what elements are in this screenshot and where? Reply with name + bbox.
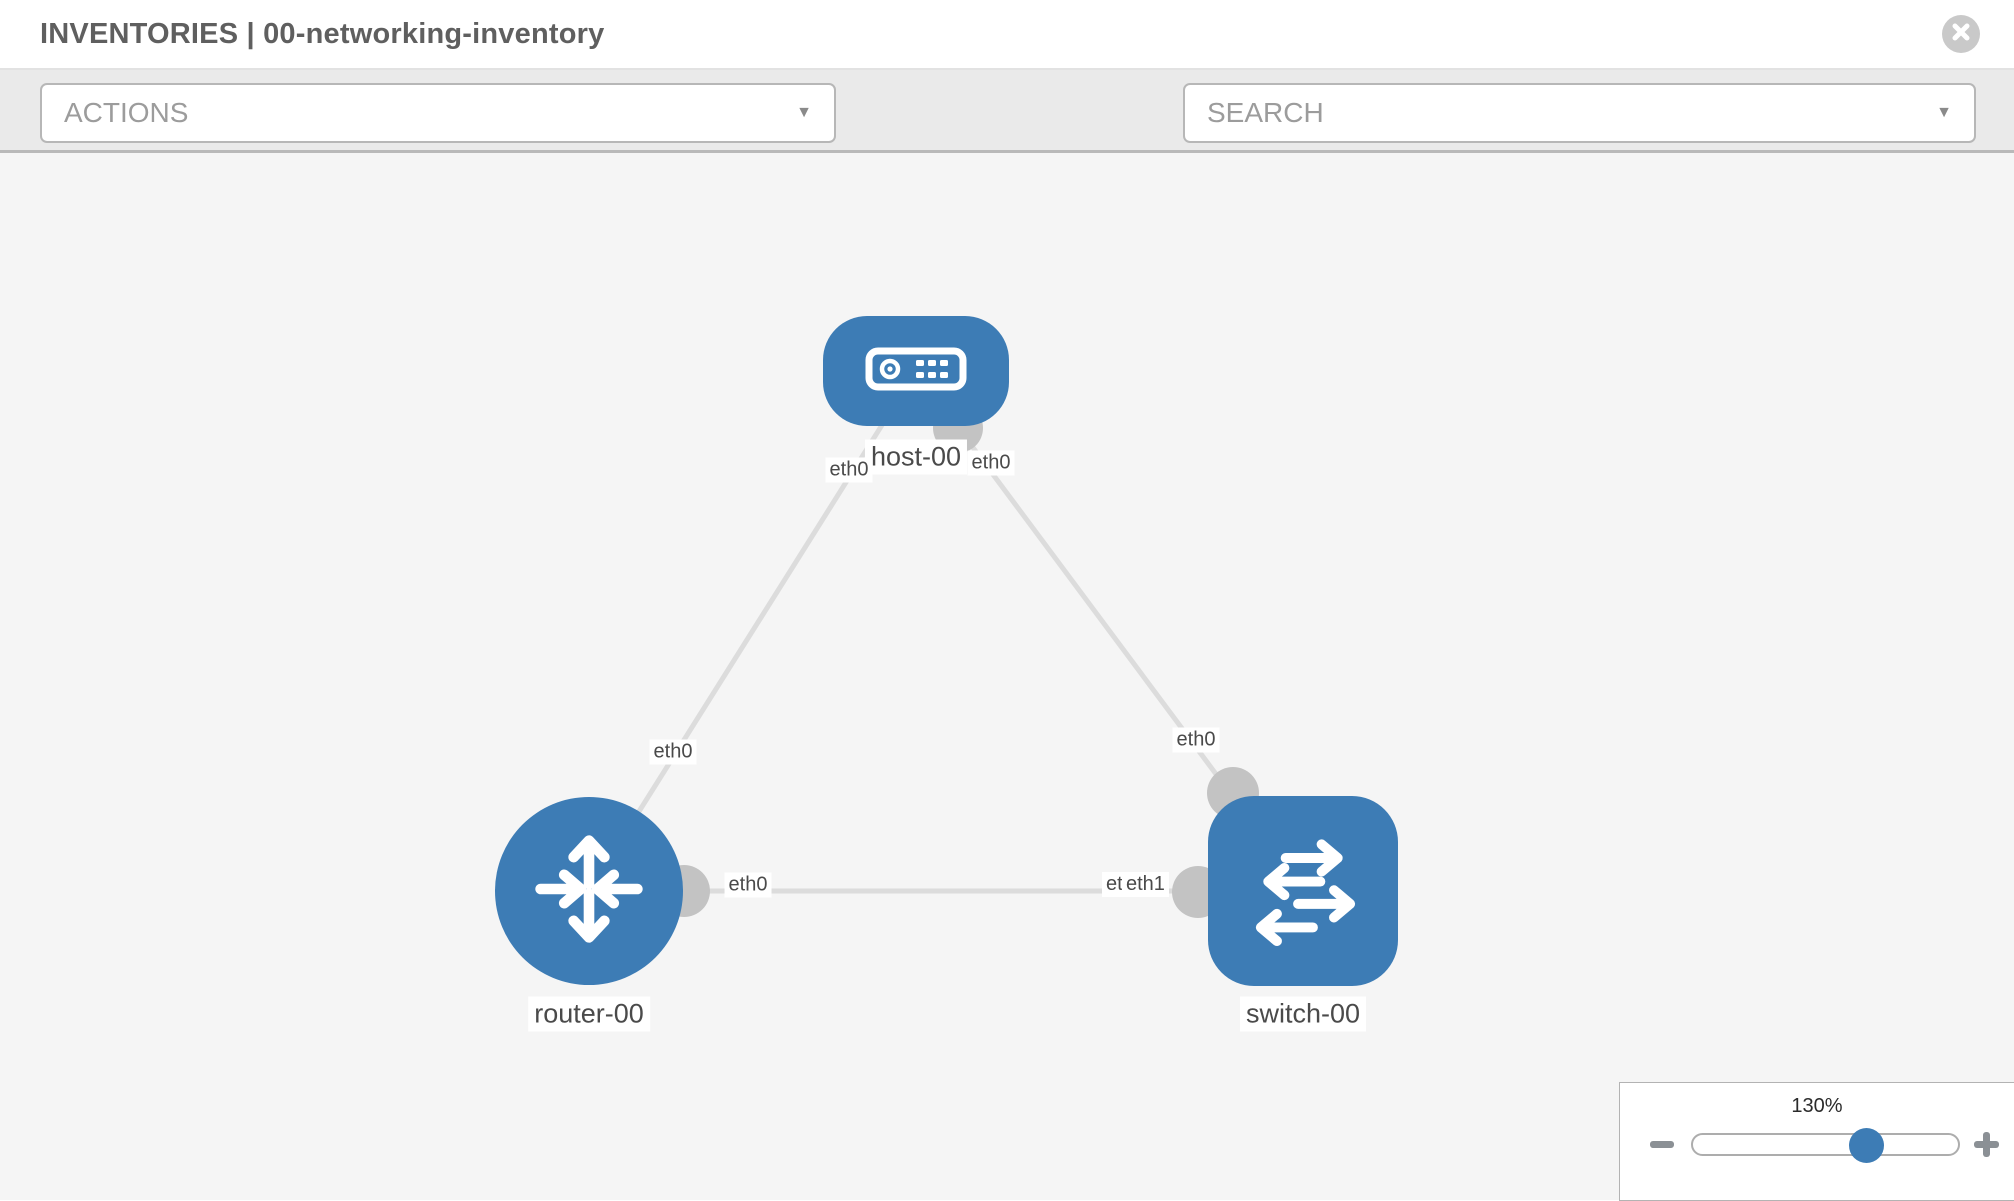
- node-label-switch: switch-00: [1239, 996, 1367, 1032]
- zoom-slider-track[interactable]: [1691, 1128, 1960, 1163]
- node-label-host: host-00: [864, 439, 968, 475]
- search-dropdown-label: SEARCH: [1207, 97, 1324, 128]
- interface-label-host-to-router: eth0: [825, 457, 873, 483]
- interface-label-host-to-switch: eth0: [967, 450, 1015, 476]
- interface-label-switch-to-router: eth1: [1122, 872, 1169, 897]
- switch-icon: [1241, 827, 1365, 956]
- zoom-out-button[interactable]: [1645, 1127, 1679, 1161]
- node-router[interactable]: [495, 797, 683, 985]
- page-title: INVENTORIES | 00-networking-inventory: [40, 18, 605, 50]
- host-icon: [864, 346, 968, 397]
- toolbar: ACTIONS ▼ SEARCH ▼: [0, 70, 2014, 202]
- topology-canvas[interactable]: host-00 router-00 switch-00 eth0 eth0 et…: [0, 153, 2014, 1201]
- interface-label-switch-to-host: eth0: [1172, 727, 1220, 753]
- close-icon: [1950, 21, 1972, 48]
- close-button[interactable]: [1942, 15, 1980, 53]
- chevron-down-icon: ▼: [1936, 104, 1952, 121]
- minus-icon: [1650, 1140, 1674, 1148]
- node-label-router: router-00: [528, 996, 650, 1032]
- interface-label-router-to-switch: eth0: [724, 872, 772, 898]
- interface-label-overlap-group: eth0 eth1: [1102, 872, 1172, 898]
- node-switch[interactable]: [1208, 796, 1398, 986]
- zoom-percentage: 130%: [1791, 1095, 1843, 1117]
- search-dropdown[interactable]: SEARCH ▼: [1183, 83, 1976, 143]
- zoom-in-button[interactable]: [1969, 1127, 2003, 1161]
- interface-label-router-to-host: eth0: [649, 739, 697, 765]
- actions-dropdown-label: ACTIONS: [64, 97, 189, 128]
- plus-icon: [1973, 1131, 1999, 1157]
- page-header: INVENTORIES | 00-networking-inventory: [0, 0, 2014, 70]
- node-host[interactable]: [823, 316, 1009, 426]
- actions-dropdown[interactable]: ACTIONS ▼: [40, 83, 836, 143]
- zoom-slider-handle[interactable]: [1849, 1128, 1884, 1163]
- router-icon: [530, 830, 648, 953]
- chevron-down-icon: ▼: [796, 104, 812, 121]
- zoom-control-panel: 130%: [1619, 1082, 2014, 1201]
- topology-links-layer: [586, 369, 1306, 918]
